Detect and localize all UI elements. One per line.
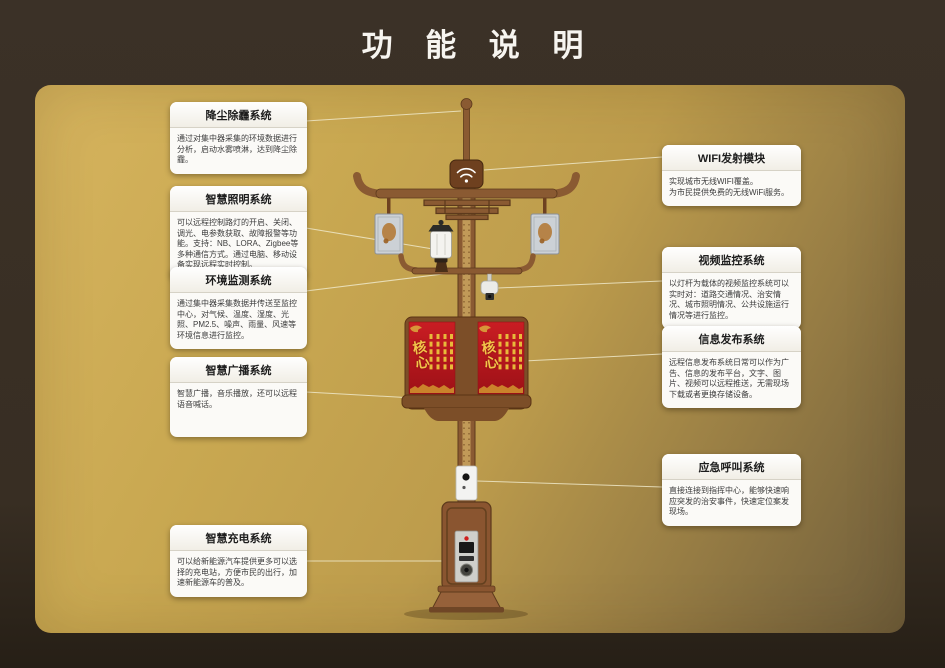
led-screen [401, 316, 532, 421]
callout-body: 实现城市无线WIFI覆盖。 为市民提供免费的无线WiFi服务。 [669, 177, 789, 197]
connector-info [523, 353, 663, 362]
callout-video-surveillance: 视频监控系统 以灯杆为载体的视频监控系统可以实时对：道路交通情况、治安情况、城市… [662, 247, 801, 330]
callout-smart-charging: 智慧充电系统 可以给新能源汽车提供更多可以选择的充电站，方便市民的出行，加速新能… [170, 525, 307, 597]
callout-title: WIFI发射模块 [662, 145, 801, 171]
callout-body: 直接连接到指挥中心，能够快速响应突发的治安事件，快速定位案发现场。 [669, 486, 789, 517]
callout-title: 环境监测系统 [170, 267, 307, 293]
wifi-icon [456, 167, 476, 183]
callout-information-release: 信息发布系统 远程信息发布系统日常可以作为广告、信息的发布平台，文字、图片、视频… [662, 326, 801, 409]
callout-body: 可以给新能源汽车提供更多可以选择的充电站，方便市民的出行，加速新能源车的普及。 [177, 557, 297, 588]
sensor-bracket [423, 199, 511, 221]
callout-emergency-call: 应急呼叫系统 直接连接到指挥中心，能够快速响应突发的治安事件，快速定位案发现场。 [662, 454, 801, 526]
callout-body: 远程信息发布系统日常可以作为广告、信息的发布平台，文字、图片、视频可以远程推送，… [669, 358, 789, 399]
connector-cctv [497, 280, 663, 289]
callout-title: 降尘除霾系统 [170, 102, 307, 128]
callout-body: 通过对集中器采集的环境数据进行分析，启动水雾喷淋，达到降尘除霾。 [177, 134, 297, 165]
callout-title: 智慧照明系统 [170, 186, 307, 212]
callout-title: 信息发布系统 [662, 326, 801, 352]
callout-body: 通过集中器采集数据并传送至监控中心，对气候、温度、湿度、光照、PM2.5、噪声、… [177, 299, 297, 340]
wifi-module [449, 159, 484, 189]
main-crossbar [353, 172, 580, 199]
callout-body: 可以远程控制路灯的开启、关闭、调光、电参数获取、故障报警等功能。支持：NB、LO… [177, 218, 299, 270]
street-pole [353, 98, 580, 620]
hanging-sign-right [530, 198, 560, 255]
connector-lines [305, 110, 663, 562]
connector-wifi [483, 156, 663, 171]
callout-title: 应急呼叫系统 [662, 454, 801, 480]
page-title: 功 能 说 明 [361, 28, 596, 63]
callout-title: 智慧充电系统 [170, 525, 307, 551]
street-lamp [428, 219, 454, 272]
pole-base [404, 501, 528, 620]
antenna [460, 98, 473, 165]
callout-wifi-module: WIFI发射模块 实现城市无线WIFI覆盖。 为市民提供免费的无线WiFi服务。 [662, 145, 801, 207]
charging-station [454, 530, 479, 583]
connector-dust [305, 110, 462, 122]
callout-dust-removal: 降尘除霾系统 通过对集中器采集的环境数据进行分析，启动水雾喷淋，达到降尘除霾。 [170, 102, 307, 174]
connector-lighting [305, 227, 434, 250]
callout-environment-monitoring: 环境监测系统 通过集中器采集数据并传送至监控中心，对气候、温度、湿度、光照、PM… [170, 267, 307, 350]
callout-title: 智慧广播系统 [170, 357, 307, 383]
callout-title: 视频监控系统 [662, 247, 801, 273]
callout-smart-lighting: 智慧照明系统 可以远程控制路灯的开启、关闭、调光、电参数获取、故障报警等功能。支… [170, 186, 307, 279]
callout-smart-broadcast: 智慧广播系统 智慧广播，音乐播放，还可以远程语音喊话。 [170, 357, 307, 437]
connector-emergency [476, 480, 663, 488]
cctv-camera [480, 273, 499, 300]
callout-body: 智慧广播，音乐播放，还可以远程语音喊话。 [177, 389, 297, 409]
connector-environment [305, 271, 460, 292]
emergency-call-panel [455, 465, 478, 501]
callout-body: 以灯杆为载体的视频监控系统可以实时对：道路交通情况、治安情况、城市照明情况、公共… [669, 279, 789, 320]
hanging-sign-left [374, 198, 404, 255]
connector-broadcast [305, 391, 415, 399]
